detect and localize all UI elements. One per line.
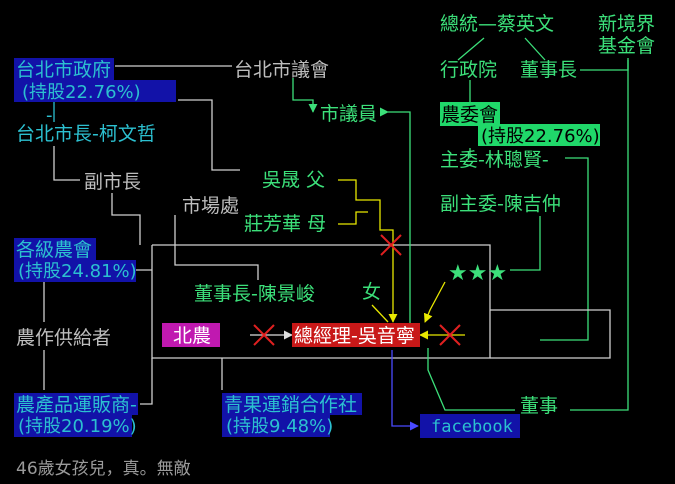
coa-deputy-label: 副主委-陳吉仲 <box>440 193 561 215</box>
link-mother-gm <box>338 211 368 225</box>
new-frontier-line2: 基金會 <box>598 35 655 57</box>
chairman-label: 董事長 <box>520 59 577 81</box>
coa-label: 農委會 <box>441 104 498 126</box>
gov-mayor-dash: - <box>46 105 53 126</box>
farmers-assoc-box <box>14 238 96 260</box>
text-labels: 台北市政府 (持股22.76%) - 台北市長-柯文哲 副市長 市場處 台北市議… <box>16 13 655 479</box>
facebook-box <box>420 414 520 438</box>
link-stars-gm <box>423 281 446 323</box>
produce-coop-label: 農產品運販商- <box>16 394 137 416</box>
red-x-icon <box>380 234 402 256</box>
fruit-coop-box <box>222 393 362 415</box>
fruit-coop-label: 青果運銷合作社 <box>224 394 357 416</box>
taipei-gov-share: (持股22.76%) <box>22 82 141 103</box>
president-label: 總統—蔡英文 <box>440 13 554 35</box>
link-deputy-stars <box>510 216 541 271</box>
red-x-icon <box>253 324 275 346</box>
red-x-icon <box>439 324 461 346</box>
board-chairman-label: 董事長-陳景峻 <box>194 283 315 305</box>
connector-lines <box>43 37 629 431</box>
fruit-coop-share-box <box>222 415 330 437</box>
link-president-exec <box>457 37 485 61</box>
farmers-assoc-label: 各級農會 <box>16 239 92 261</box>
taipei-gov-box <box>14 58 114 80</box>
cross-marks <box>253 234 461 346</box>
link-daughter-gm <box>371 304 389 323</box>
label-boxes <box>14 58 600 438</box>
link-minister-right <box>540 157 589 341</box>
link-gov-right <box>178 99 240 171</box>
farmers-assoc-share: (持股24.81%) <box>18 261 137 282</box>
link-frame-outer <box>490 309 611 359</box>
taipei-gov-share-box <box>14 80 176 102</box>
link-gm-facebook <box>391 350 419 431</box>
new-frontier-line1: 新境界 <box>598 13 655 35</box>
link-councilor-gm <box>379 107 411 325</box>
produce-coop-share: (持股20.19%) <box>18 416 137 437</box>
taipei-gov-label: 台北市政府 <box>16 59 111 81</box>
wu-father-label: 吳晟 父 <box>262 169 325 191</box>
link-father-gm <box>338 179 398 323</box>
link-council-gm <box>292 78 318 113</box>
link-chair-newfrontier <box>580 60 629 71</box>
footer-caption: 46歲女孩兒，真。無敵 <box>16 459 191 479</box>
zhuang-mother-label: 莊芳華 母 <box>244 213 326 235</box>
general-manager-label: 總經理-吳音寧 <box>294 325 415 347</box>
link-produce-frame <box>140 358 153 405</box>
councilor-label: 市議員 <box>320 103 377 125</box>
link-newfrontier-director <box>570 58 629 411</box>
link-mayor-deputy <box>53 146 80 181</box>
coa-minister-label: 主委-林聰賢- <box>440 149 549 171</box>
director-label: 董事 <box>520 395 558 417</box>
farmers-assoc-share-box <box>14 260 136 282</box>
beinong-box <box>162 323 220 347</box>
fruit-coop-share: (持股9.48%) <box>226 416 333 437</box>
produce-coop-share-box <box>14 415 132 437</box>
link-market-chairman <box>174 215 259 280</box>
beinong-label: 北農 <box>173 325 211 347</box>
crop-supplier-label: 農作供給者 <box>16 327 111 349</box>
deputy-mayor-label: 副市長 <box>84 171 141 193</box>
produce-coop-box <box>14 393 138 415</box>
taipei-mayor-label: 台北市長-柯文哲 <box>16 123 156 145</box>
link-president-chair <box>524 37 546 61</box>
link-gm-director <box>427 348 515 411</box>
gm-box <box>292 323 420 347</box>
executive-yuan-label: 行政院 <box>440 59 497 81</box>
coa-share: (持股22.76%) <box>481 126 600 147</box>
market-office-label: 市場處 <box>182 195 239 217</box>
facebook-label: facebook <box>431 417 513 437</box>
city-council-label: 台北市議會 <box>234 59 329 81</box>
link-deputy-chairman <box>111 193 141 245</box>
coa-share-box <box>478 124 600 146</box>
coa-box <box>440 102 500 126</box>
daughter-label: 女 <box>362 281 381 303</box>
stars-icon: ★★★ <box>448 261 507 286</box>
